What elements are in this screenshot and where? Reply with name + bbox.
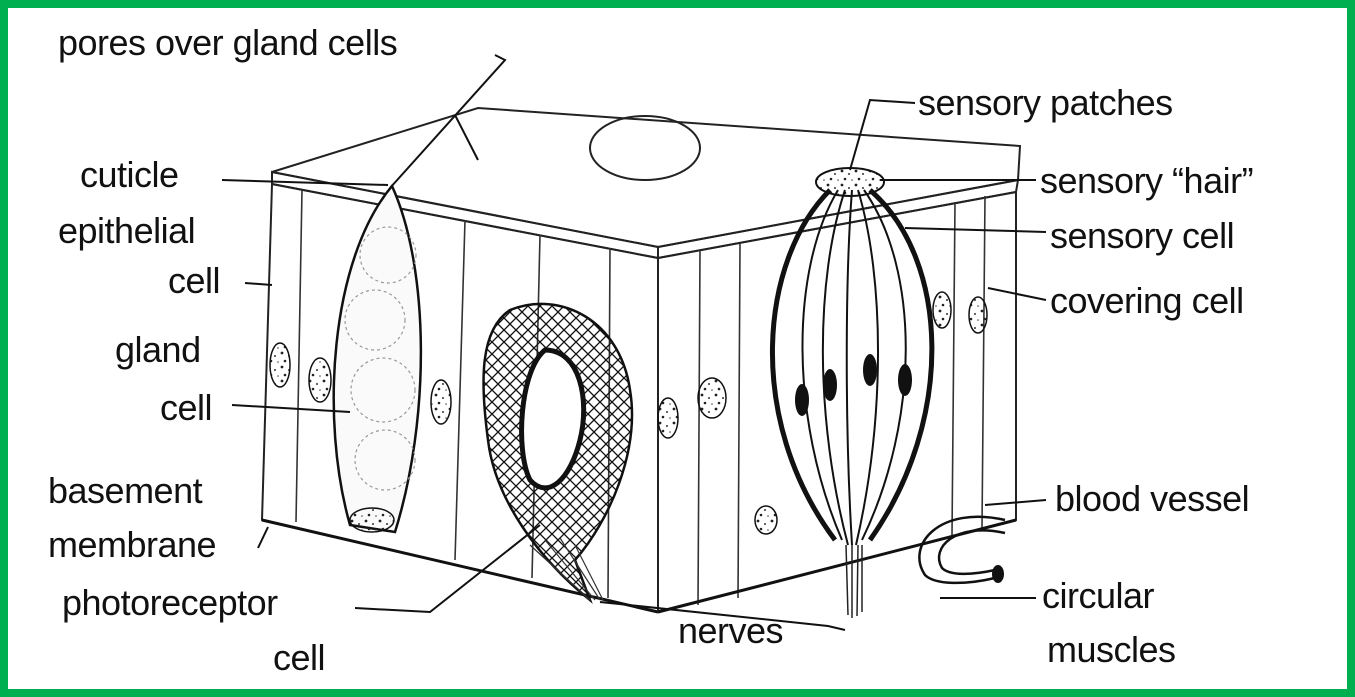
label-covering-cell: covering cell xyxy=(1050,280,1244,321)
gland-cell xyxy=(334,186,421,532)
label-sensory-hair: sensory “hair” xyxy=(1040,160,1253,201)
label-gland-cell: cell xyxy=(160,387,212,428)
label-photoreceptor: photoreceptor xyxy=(62,582,278,623)
label-sensory-cell: sensory cell xyxy=(1050,215,1234,256)
label-gland: gland xyxy=(115,329,201,370)
label-blood-vessel: blood vessel xyxy=(1055,478,1249,519)
label-epithelial-cell: cell xyxy=(168,260,220,301)
label-cuticle: cuticle xyxy=(80,154,179,195)
label-membrane: membrane xyxy=(48,524,216,565)
sensory-organ xyxy=(772,168,931,618)
label-circular: circular xyxy=(1042,575,1155,616)
label-sensory-patches: sensory patches xyxy=(918,82,1173,123)
label-pores-over-gland-cells: pores over gland cells xyxy=(58,22,397,63)
label-epithelial: epithelial xyxy=(58,210,195,251)
photoreceptor-cell xyxy=(483,304,631,600)
label-muscles: muscles xyxy=(1047,629,1176,670)
label-basement: basement xyxy=(48,470,203,511)
label-nerves: nerves xyxy=(678,610,783,651)
label-photoreceptor-cell: cell xyxy=(273,637,325,678)
sensory-patch-oval xyxy=(590,116,700,180)
